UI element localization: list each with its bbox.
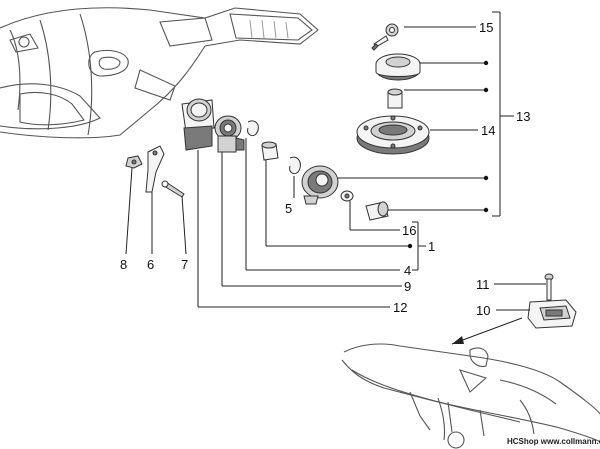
clip-part-5 bbox=[289, 156, 301, 175]
callout-12: 12 bbox=[393, 300, 407, 315]
callout-15: 15 bbox=[479, 20, 493, 35]
callout-10: 10 bbox=[476, 303, 490, 318]
cap-flange-part bbox=[356, 115, 430, 155]
seat-lock-part bbox=[527, 299, 577, 329]
screw-part-7 bbox=[161, 180, 185, 198]
sleeve-part bbox=[365, 201, 389, 221]
ignition-lock-part bbox=[214, 115, 245, 153]
washer-part bbox=[340, 190, 354, 202]
key-part bbox=[371, 23, 399, 51]
bracket-part bbox=[145, 145, 165, 193]
callout-16: 16 bbox=[402, 223, 416, 238]
seat-illustration bbox=[341, 343, 600, 449]
retaining-clip-part bbox=[247, 120, 259, 137]
leader-lines bbox=[125, 11, 546, 311]
plug-part bbox=[387, 88, 403, 109]
seat-lock-arrow bbox=[451, 317, 523, 345]
callout-11: 11 bbox=[476, 277, 490, 292]
callout-6: 6 bbox=[147, 257, 154, 272]
fuel-cap-part bbox=[375, 53, 421, 81]
callout-5: 5 bbox=[285, 201, 292, 216]
bullet-dots bbox=[407, 60, 489, 249]
callout-1: 1 bbox=[428, 239, 435, 254]
watermark-text: HCShop www.collmann.eu bbox=[507, 437, 600, 446]
callout-labels: 15 14 13 5 16 1 4 9 12 8 6 7 11 10 bbox=[120, 20, 530, 318]
lock-barrel-part bbox=[301, 165, 339, 205]
callout-9: 9 bbox=[404, 279, 411, 294]
callout-7: 7 bbox=[181, 257, 188, 272]
bushing-part bbox=[261, 141, 279, 161]
callout-8: 8 bbox=[120, 257, 127, 272]
scooter-front-illustration bbox=[0, 7, 319, 139]
ignition-cover-part bbox=[181, 98, 215, 151]
nut-part bbox=[125, 155, 143, 169]
callout-14: 14 bbox=[481, 123, 495, 138]
callout-13: 13 bbox=[516, 109, 530, 124]
callout-4: 4 bbox=[404, 263, 411, 278]
screw-part-11 bbox=[544, 273, 554, 301]
